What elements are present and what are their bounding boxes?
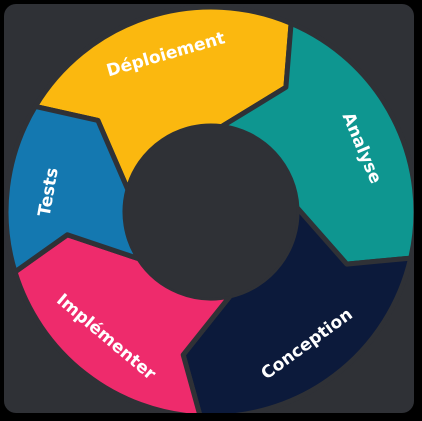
- segment-analyse: [219, 20, 414, 267]
- cycle-segments: [4, 4, 414, 413]
- cycle-diagram: DéploiementAnalyseConceptionImplémenterT…: [4, 4, 414, 413]
- segment-deploiement: [32, 4, 294, 193]
- center-hub: [125, 126, 297, 298]
- segment-conception: [180, 205, 414, 413]
